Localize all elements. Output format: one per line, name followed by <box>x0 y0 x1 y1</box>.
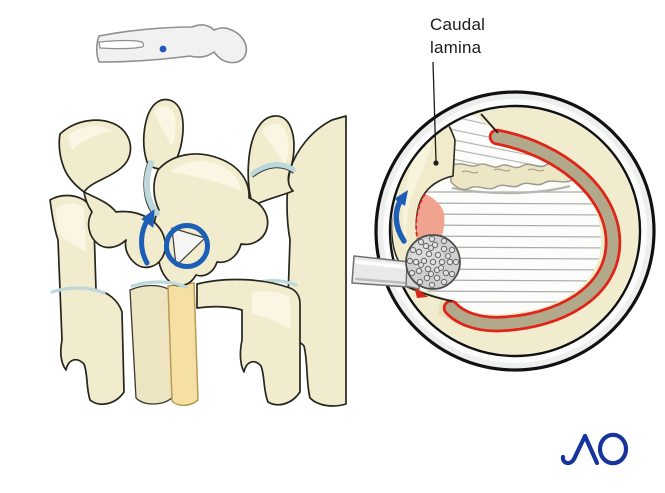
lamina-cut-edge <box>442 128 622 333</box>
patient-position-icon <box>95 24 248 64</box>
vertebra-cranial <box>49 119 167 405</box>
diamond-burr-tool <box>351 234 461 290</box>
burr-grit <box>406 235 460 289</box>
incision-slot <box>98 39 145 50</box>
ligamentum-flavum-strip <box>450 162 574 195</box>
resection-direction-arrow-icon <box>393 190 408 244</box>
surgical-site-dot <box>159 45 167 53</box>
burr-rotation-arrow-icon <box>139 209 210 269</box>
caudal-lamina-label: Caudal lamina <box>430 15 486 57</box>
spine-lateral-illustration <box>49 98 347 407</box>
ao-logo <box>560 432 629 466</box>
magnified-inset-view <box>351 61 656 372</box>
label-leader-line <box>432 61 439 166</box>
intervertebral-disc <box>167 282 199 407</box>
interlaminar-window <box>171 227 206 267</box>
